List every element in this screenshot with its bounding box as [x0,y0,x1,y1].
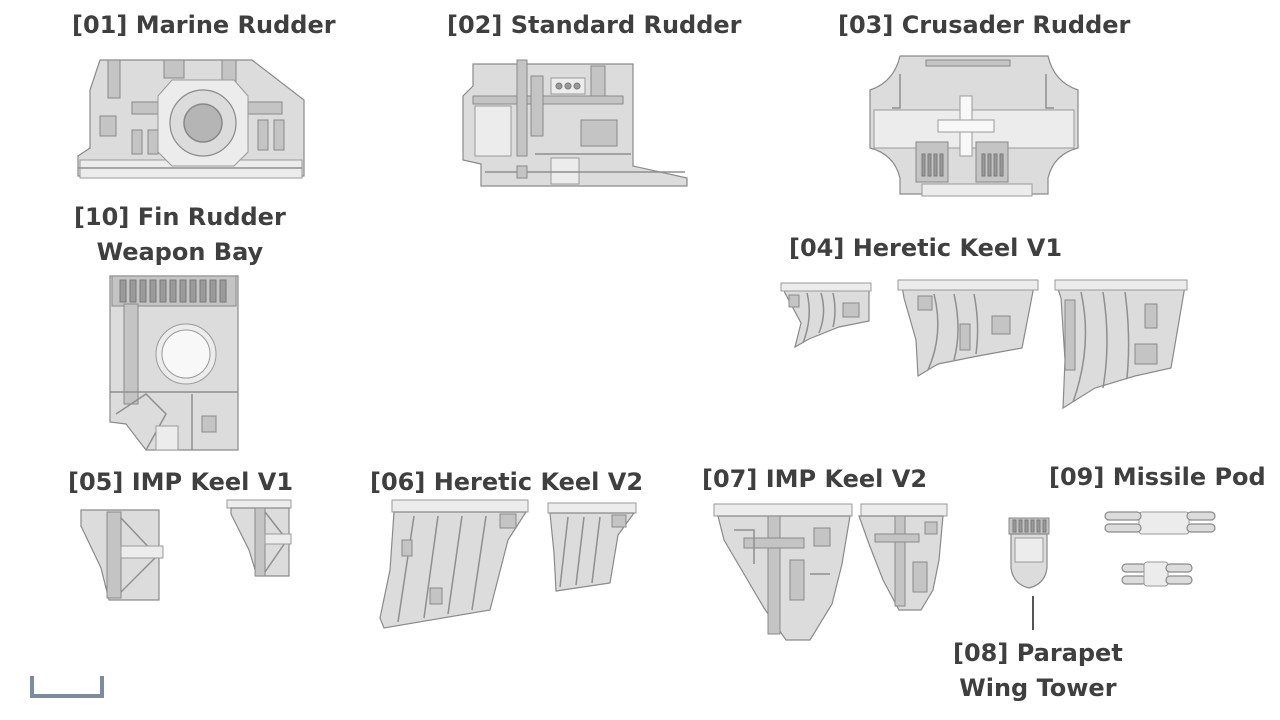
imp-keel-v1-image-small [226,499,292,577]
fin-rudder-weapon-bay-image [109,275,239,451]
heretic-keel-v2-image-large [379,499,529,629]
parapet-wing-tower-image [1008,517,1050,630]
standard-rudder-image [462,59,688,187]
missile-pod-image-bottom [1121,561,1193,587]
label-imp-keel-v2: [07] IMP Keel V2 [702,465,928,493]
missile-pod-image-top [1104,511,1216,535]
label-crusader-rudder: [03] Crusader Rudder [838,11,1131,39]
heretic-keel-v1-image-medium [897,279,1039,378]
label-imp-keel-v1: [05] IMP Keel V1 [68,468,294,496]
label-heretic-keel-v1: [04] Heretic Keel V1 [789,234,1063,262]
label-heretic-keel-v2: [06] Heretic Keel V2 [370,468,644,496]
marine-rudder-image [77,59,305,179]
label-marine-rudder: [01] Marine Rudder [72,11,336,39]
imp-keel-v2-image-small [858,503,948,611]
label-missile-pod: [09] Missile Pod [1049,463,1266,491]
heretic-keel-v1-image-large [1054,279,1188,410]
label-standard-rudder: [02] Standard Rudder [447,11,742,39]
imp-keel-v2-image-large [713,503,853,641]
crusader-rudder-image [869,55,1079,197]
scale-bracket-icon [30,676,104,698]
imp-keel-v1-image-large [80,509,164,601]
heretic-keel-v2-image-small [547,502,637,592]
heretic-keel-v1-image-small [780,282,872,349]
